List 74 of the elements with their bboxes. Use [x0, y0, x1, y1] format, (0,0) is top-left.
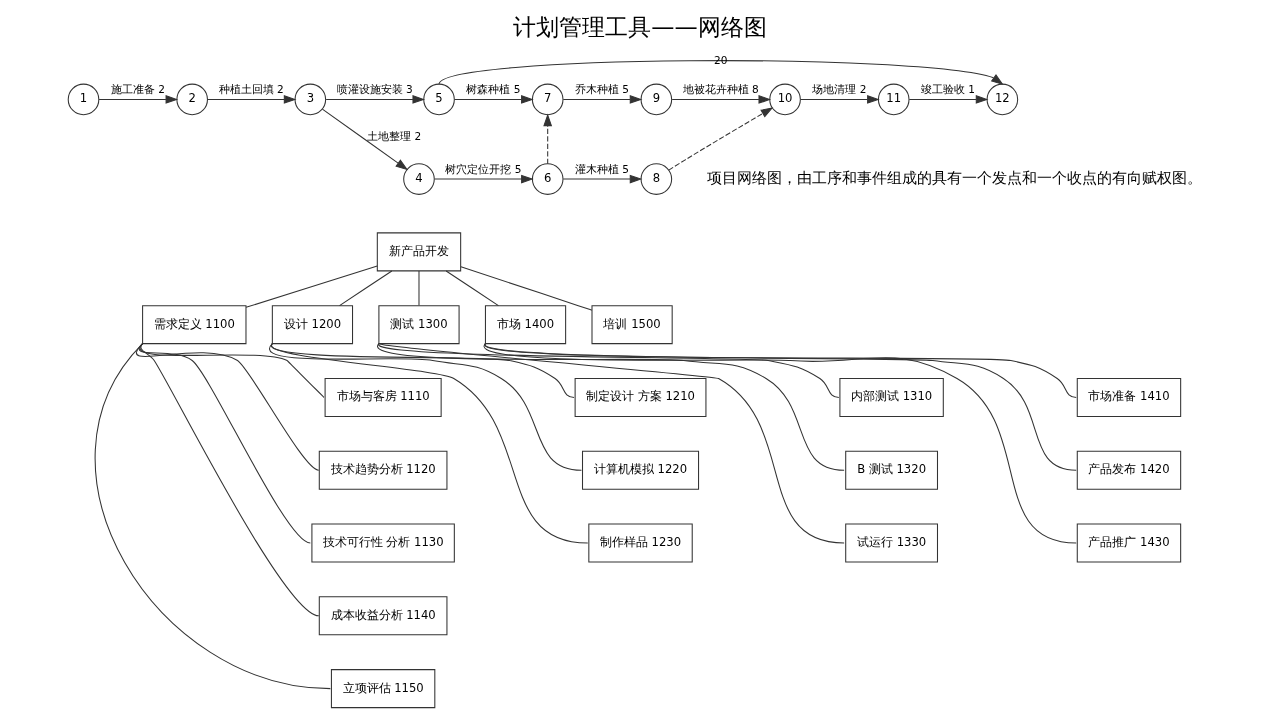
node-box: 技术趋势分析 1120	[318, 450, 448, 490]
node-box: 需求定义 1100	[142, 305, 247, 345]
connector	[339, 270, 393, 307]
arrow	[438, 60, 1004, 86]
node-box: 市场 1400	[484, 305, 567, 345]
edge-label: 喷灌设施安装 3	[336, 83, 413, 96]
node-circle: 10	[769, 83, 801, 116]
edge-label: 竣工验收 1	[921, 83, 976, 96]
node-box: 制作样品 1230	[588, 523, 693, 563]
arrow	[562, 95, 643, 104]
arrow	[543, 113, 553, 165]
node-circle: 7	[531, 83, 564, 116]
node-circle: 4	[403, 163, 435, 195]
node-circle: 11	[877, 83, 910, 116]
node-circle: 5	[423, 83, 455, 116]
arrow	[98, 95, 179, 104]
connector	[378, 343, 845, 471]
node-circle: 6	[531, 163, 564, 195]
arrow	[434, 174, 534, 184]
edge-label: 施工准备 2	[110, 83, 165, 96]
connector	[140, 343, 320, 617]
node-box: 立项评估 1150	[330, 669, 436, 709]
node-circle: 9	[640, 83, 673, 116]
arrow	[668, 107, 774, 171]
edge-label: 场地清理 2	[812, 83, 867, 96]
node-box: 成本收益分析 1140	[318, 596, 448, 636]
connector	[418, 270, 420, 306]
node-box: 市场准备 1410	[1076, 377, 1182, 417]
node-circle: 12	[986, 83, 1019, 116]
node-box: 产品发布 1420	[1076, 450, 1182, 490]
connector	[271, 343, 589, 544]
edge-label: 灌木种植 5	[574, 162, 630, 175]
connector	[269, 343, 582, 471]
edge-label: 树森种植 5	[466, 83, 521, 96]
node-box: 培训 1500	[591, 305, 673, 345]
arrow	[671, 95, 772, 104]
edge-label: 树穴定位开挖 5	[445, 162, 522, 175]
arrow	[454, 95, 534, 104]
diagram-title: 计划管理工具——网络图	[513, 13, 767, 41]
arrow	[207, 95, 297, 104]
node-box: 制定设计 方案 1210	[574, 377, 707, 417]
connector	[94, 343, 331, 690]
connector	[484, 343, 1077, 544]
node-box: 市场与客房 1110	[324, 377, 442, 417]
edge-label: 乔木种植 5	[574, 83, 630, 96]
node-box: 内部测试 1310	[839, 377, 944, 417]
node-circle: 3	[294, 83, 327, 116]
edge-label: 地被花卉种植 8	[682, 83, 759, 96]
node-box: B 测试 1320	[845, 450, 938, 490]
node-circle: 1	[67, 83, 100, 116]
node-box: 新产品开发	[376, 232, 462, 272]
connector	[460, 266, 593, 311]
node-circle: 8	[640, 163, 673, 195]
connector	[378, 343, 845, 544]
arrow	[562, 174, 643, 184]
connector	[378, 343, 840, 398]
node-box: 计算机模拟 1220	[582, 450, 700, 490]
node-box: 技术可行性 分析 1130	[311, 523, 455, 563]
arrow	[325, 95, 426, 104]
connector	[245, 265, 378, 308]
node-circle: 2	[176, 83, 208, 116]
edge-label: 土地整理 2	[367, 130, 422, 143]
node-box: 试运行 1330	[845, 523, 938, 563]
label: 项目网络图，由工序和事件组成的具有一个发点和一个收点的有向赋权图。	[707, 168, 1203, 186]
arrow	[321, 108, 409, 171]
edge-label: 种植土回填 2	[218, 83, 284, 96]
node-box: 产品推广 1430	[1076, 523, 1182, 563]
node-box: 设计 1200	[271, 305, 354, 345]
connector	[445, 270, 499, 307]
connector	[484, 343, 1077, 398]
node-box: 测试 1300	[378, 305, 460, 345]
connector	[484, 343, 1077, 471]
arrow	[800, 95, 880, 104]
arrow	[908, 95, 989, 104]
